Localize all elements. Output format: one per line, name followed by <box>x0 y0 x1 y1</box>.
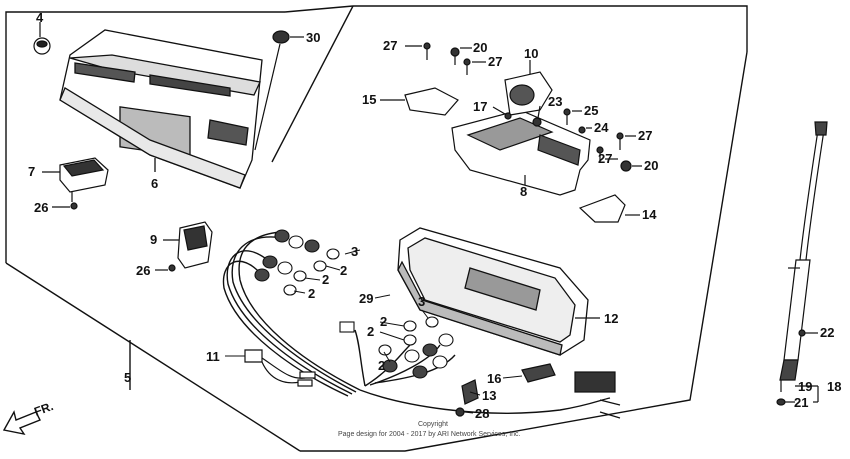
part-10-odometer <box>504 60 553 116</box>
callout-17: 17 <box>473 99 487 114</box>
part-30-grommet <box>254 30 304 151</box>
callout-26: 26 <box>136 263 150 278</box>
part-7-switch <box>42 157 109 210</box>
part-4-knob <box>33 22 51 55</box>
callout-26: 26 <box>34 200 48 215</box>
callout-6: 6 <box>151 176 158 191</box>
callout-7: 7 <box>28 164 35 179</box>
callout-19: 19 <box>798 379 812 394</box>
callout-12: 12 <box>604 311 618 326</box>
part-8-speedometer-unit <box>451 109 591 196</box>
part-12-meter-case <box>397 227 600 356</box>
callout-2: 2 <box>340 263 347 278</box>
callout-25: 25 <box>584 103 598 118</box>
callout-9: 9 <box>150 232 157 247</box>
callout-11: 11 <box>206 349 220 364</box>
callout-8: 8 <box>520 184 527 199</box>
callout-27: 27 <box>598 151 612 166</box>
callout-27: 27 <box>638 128 652 143</box>
callout-5: 5 <box>124 370 131 385</box>
part-18-speedometer-cable <box>776 121 828 406</box>
part-6-meter-cover <box>59 29 263 189</box>
callout-20: 20 <box>644 158 658 173</box>
callout-28: 28 <box>475 406 489 421</box>
callout-27: 27 <box>488 54 502 69</box>
bulbs-sockets <box>254 229 454 379</box>
callout-2: 2 <box>367 324 374 339</box>
diagram-frame <box>5 5 748 452</box>
connectors <box>244 349 621 419</box>
callout-13: 13 <box>482 388 496 403</box>
callout-16: 16 <box>487 371 501 386</box>
callout-27: 27 <box>383 38 397 53</box>
callout-4: 4 <box>36 10 44 25</box>
front-direction-arrow: FR. <box>2 399 55 436</box>
callout-22: 22 <box>820 325 834 340</box>
callout-15: 15 <box>362 92 376 107</box>
part-14-bracket <box>578 194 640 223</box>
screws-upper <box>405 42 642 172</box>
callout-21: 21 <box>794 395 808 410</box>
part-9-switch <box>155 221 213 272</box>
callout-2: 2 <box>380 314 387 329</box>
callout-3: 3 <box>418 294 425 309</box>
front-direction-label: FR. <box>32 399 55 419</box>
callout-2: 2 <box>378 358 385 373</box>
callout-2: 2 <box>308 286 315 301</box>
callout-30: 30 <box>306 30 320 45</box>
callout-numbers: 4 30 27 20 27 10 15 17 23 25 24 27 27 20… <box>28 10 841 421</box>
callout-29: 29 <box>359 291 373 306</box>
leader-lines <box>225 249 523 414</box>
callout-14: 14 <box>642 207 657 222</box>
callout-20: 20 <box>473 40 487 55</box>
callout-10: 10 <box>524 46 538 61</box>
callout-2: 2 <box>322 272 329 287</box>
callout-24: 24 <box>594 120 609 135</box>
footer-line-1: Copyright <box>418 421 448 428</box>
callout-23: 23 <box>548 94 562 109</box>
footer-line-2: Page design for 2004 - 2017 by ARI Netwo… <box>338 431 521 438</box>
part-15-bracket <box>380 87 459 116</box>
callout-18: 18 <box>827 379 841 394</box>
callout-3: 3 <box>351 244 358 259</box>
